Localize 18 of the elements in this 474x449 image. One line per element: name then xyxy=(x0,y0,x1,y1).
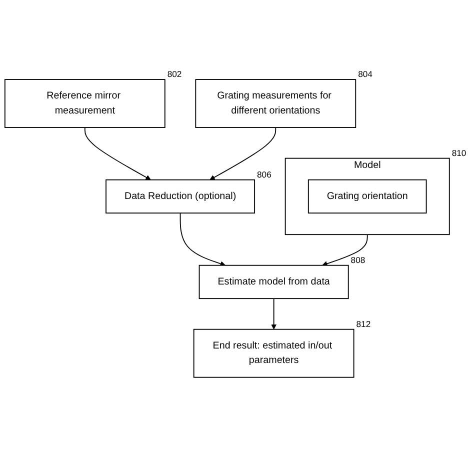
node-box xyxy=(198,265,349,300)
node-box xyxy=(308,180,427,214)
node-box xyxy=(193,329,354,378)
node-box xyxy=(195,79,356,128)
arrow xyxy=(210,127,276,180)
reference-number: 808 xyxy=(350,255,366,266)
reference-number: 802 xyxy=(167,69,182,80)
cluster xyxy=(284,158,450,236)
arrow xyxy=(84,127,151,180)
reference-number: 804 xyxy=(358,69,372,80)
node-box xyxy=(4,79,166,128)
reference-number: 812 xyxy=(356,319,371,330)
arrow xyxy=(180,212,226,267)
node-box xyxy=(106,180,256,214)
reference-number: 806 xyxy=(257,170,272,180)
reference-number: 810 xyxy=(452,148,466,158)
arrow xyxy=(322,234,368,267)
arrow xyxy=(271,298,277,330)
